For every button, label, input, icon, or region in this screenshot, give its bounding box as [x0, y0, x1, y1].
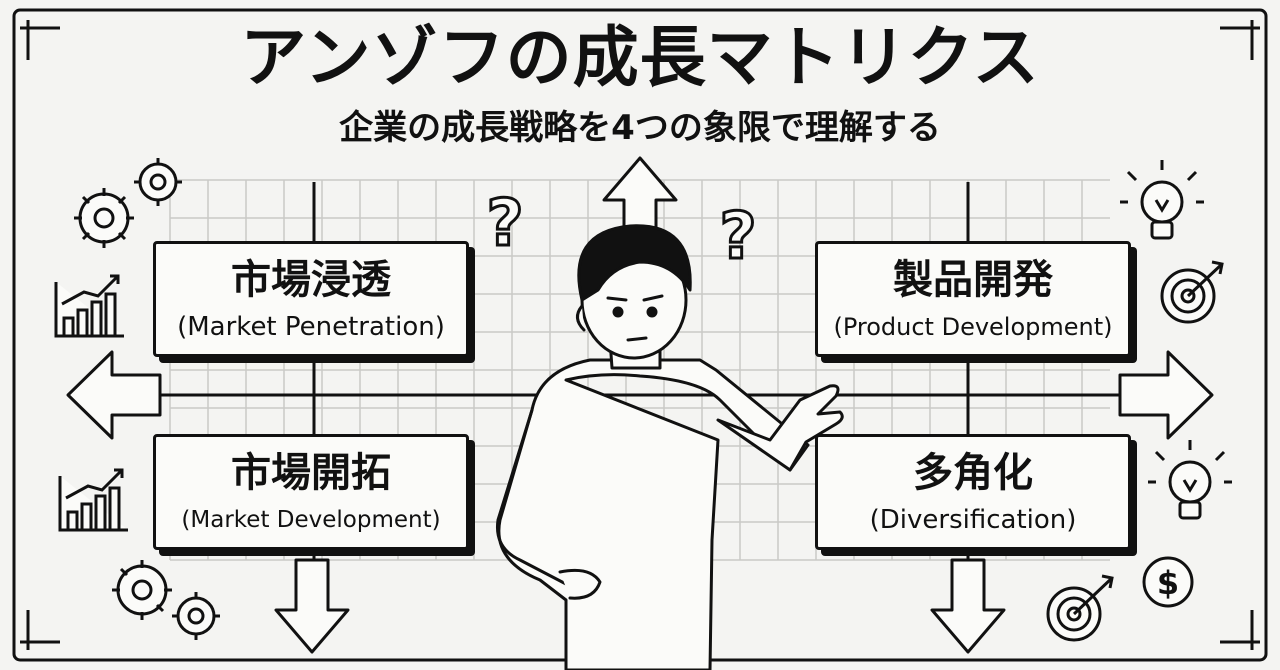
- quadrant-title: 多角化: [913, 450, 1033, 496]
- gear-icon: [112, 560, 220, 640]
- page-title: アンゾフの成長マトリクス: [240, 19, 1040, 96]
- quadrant-subtitle: (Diversification): [869, 505, 1077, 535]
- arrow-right-icon: [1118, 350, 1214, 440]
- quadrant-product-development: 製品開発 (Product Development): [815, 241, 1131, 357]
- thinking-person-figure: [495, 224, 844, 670]
- quadrant-market-penetration: 市場浸透 (Market Penetration): [153, 241, 469, 357]
- bar-chart-icon: [58, 468, 128, 532]
- quadrant-diversification: 多角化 (Diversification): [815, 434, 1131, 550]
- arrow-down-left-icon: [274, 558, 350, 654]
- target-icon: [1160, 260, 1224, 324]
- quadrant-title: 市場浸透: [231, 257, 391, 303]
- quadrant-market-development: 市場開拓 (Market Development): [153, 434, 469, 550]
- lightbulb-icon: [1148, 440, 1232, 520]
- lightbulb-icon: [1120, 160, 1204, 240]
- quadrant-title: 製品開発: [893, 257, 1053, 303]
- target-icon: [1046, 574, 1114, 642]
- bar-chart-icon: [54, 274, 124, 338]
- arrow-left-icon: [66, 350, 162, 440]
- question-mark-left: ?: [486, 187, 523, 261]
- quadrant-title: 市場開拓: [231, 450, 391, 496]
- gear-icon: [74, 158, 182, 248]
- arrow-down-right-icon: [930, 558, 1006, 654]
- quadrant-subtitle: (Product Development): [833, 313, 1113, 341]
- page-subtitle: 企業の成長戦略を4つの象限で理解する: [339, 108, 941, 148]
- dollar-icon: $: [1142, 556, 1194, 608]
- quadrant-subtitle: (Market Penetration): [177, 312, 445, 342]
- dollar-sign: $: [1157, 564, 1179, 602]
- quadrant-subtitle: (Market Development): [181, 507, 441, 533]
- question-mark-right: ?: [719, 200, 756, 274]
